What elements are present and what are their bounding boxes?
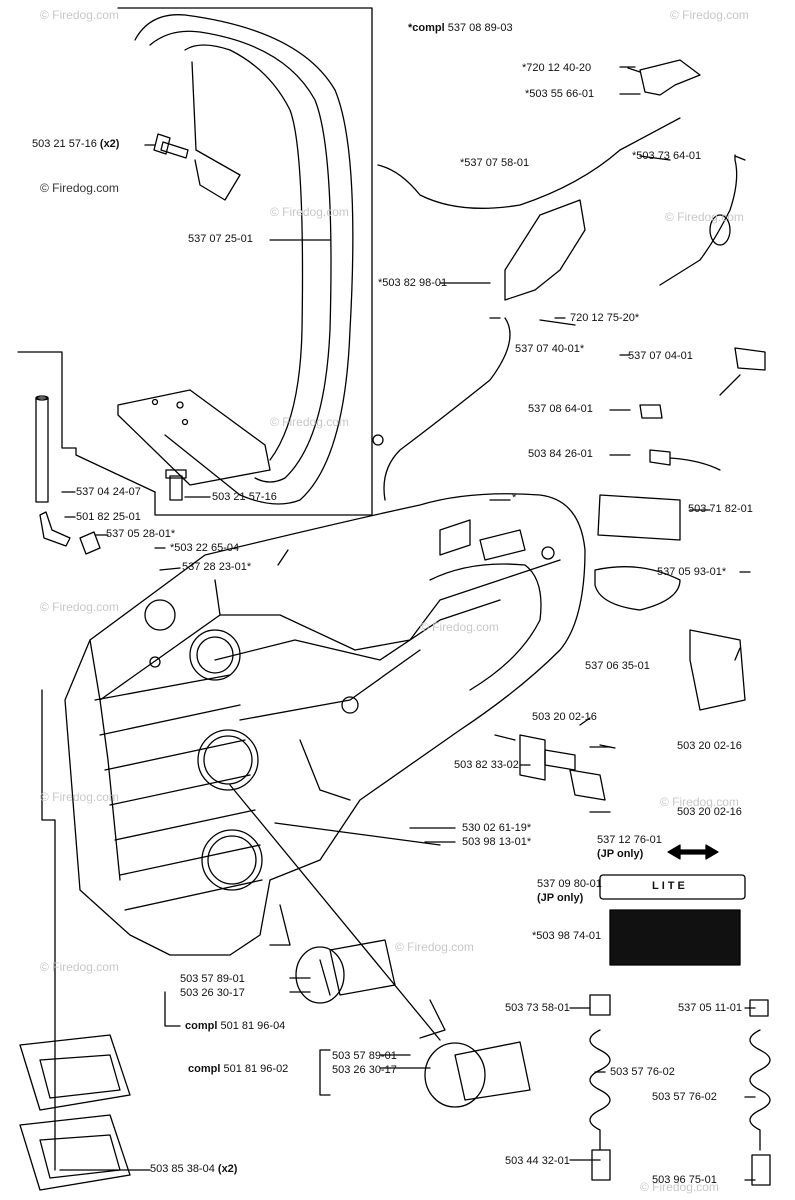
label-537-07-25-01[interactable]: 537 07 25-01 (188, 233, 253, 245)
label-503-20-02-16-b[interactable]: 503 20 02-16 (677, 740, 742, 752)
watermark: © Firedog.com (40, 181, 119, 195)
lite-plate-text: LITE (652, 880, 688, 892)
filter-bottom-2 (751, 1154, 771, 1186)
label-720-12-75-20[interactable]: 720 12 75-20* (570, 312, 640, 324)
elbow-fitting (39, 511, 71, 547)
label-503-22-65-04[interactable]: *503 22 65-04 (170, 542, 240, 554)
label-501-82-25-01[interactable]: 501 82 25-01 (76, 511, 141, 523)
fuel-hose (589, 1029, 611, 1151)
label-503-57-76-02-a[interactable]: 503 57 76-02 (610, 1066, 675, 1078)
front-handle-bar (117, 14, 354, 505)
label-jp-only-1: (JP only) (597, 848, 644, 860)
label-537-08-64-01[interactable]: 537 08 64-01 (528, 403, 593, 415)
watermark: © Firedog.com (270, 415, 349, 429)
label-537-07-04-01[interactable]: 537 07 04-01 (628, 350, 693, 362)
fitting (79, 531, 101, 555)
label-530-02-61-19[interactable]: 530 02 61-19* (462, 822, 532, 834)
switch-housing (597, 494, 681, 541)
watermark: © Firedog.com (40, 600, 119, 614)
label-503-44-32-01[interactable]: 503 44 32-01 (505, 1155, 570, 1167)
label-503-73-58-01[interactable]: 503 73 58-01 (505, 1002, 570, 1014)
throttle-cable (377, 117, 681, 209)
label-503-26-30-17-b[interactable]: 503 26 30-17 (332, 1064, 397, 1076)
label-503-71-82-01[interactable]: 503 71 82-01 (688, 503, 753, 515)
label-537-09-80-01[interactable]: 537 09 80-01 (537, 878, 602, 890)
filter-cover (689, 629, 746, 711)
watermark: © Firedog.com (40, 8, 119, 22)
label-503-57-89-01-b[interactable]: 503 57 89-01 (332, 1050, 397, 1062)
bolt-top (153, 133, 189, 159)
bolt-bottom (165, 469, 187, 501)
choke-wire (659, 154, 738, 286)
filler-cap-2 (419, 999, 531, 1108)
av-damper-1 (19, 1034, 131, 1111)
label-720-12-40-20[interactable]: *720 12 40-20 (522, 62, 592, 74)
tube (35, 395, 49, 503)
lite-plate (599, 874, 746, 900)
label-537-28-23-01[interactable]: 537 28 23-01* (182, 561, 252, 573)
throttle-lever (504, 199, 586, 301)
label-503-55-66-01[interactable]: *503 55 66-01 (525, 88, 595, 100)
watermark: © Firedog.com (420, 620, 499, 634)
label-537-12-76-01[interactable]: 537 12 76-01 (597, 834, 662, 846)
label-503-21-57-16-x2[interactable]: 503 21 57-16 (x2) (32, 138, 120, 150)
watermark: © Firedog.com (640, 1180, 719, 1194)
av-damper-2 (19, 1114, 131, 1191)
filter-top-2 (749, 999, 769, 1017)
nut (639, 404, 663, 419)
throttle-trigger (627, 59, 701, 96)
label-503-98-74-01[interactable]: *503 98 74-01 (532, 930, 602, 942)
stop-switch (719, 347, 766, 396)
oil-hose (749, 1029, 771, 1151)
label-503-57-76-02-b[interactable]: 503 57 76-02 (652, 1091, 717, 1103)
rubber-cover (594, 566, 681, 611)
box-leader (17, 351, 156, 493)
label-503-96-75-01[interactable]: 503 96 75-01 (652, 1174, 717, 1186)
label-503-85-38-04-x2[interactable]: 503 85 38-04 (x2) (150, 1163, 238, 1175)
watermark: © Firedog.com (270, 205, 349, 219)
watermark: © Firedog.com (660, 795, 739, 809)
label-537-04-24-07[interactable]: 537 04 24-07 (76, 486, 141, 498)
label-537-05-28-01[interactable]: 537 05 28-01* (106, 528, 176, 540)
label-compl-501-81-96-02[interactable]: compl 501 81 96-02 (188, 1063, 289, 1075)
watermark: © Firedog.com (40, 960, 119, 974)
main-housing (64, 493, 586, 956)
wiring-harness (383, 317, 511, 501)
filler-cap-1 (269, 904, 396, 1004)
label-503-20-02-16-c[interactable]: 503 20 02-16 (677, 806, 742, 818)
watermark: © Firedog.com (665, 210, 744, 224)
label-537-05-11-01[interactable]: 537 05 11-01 (678, 1002, 743, 1014)
label-503-98-13-01[interactable]: 503 98 13-01* (462, 836, 532, 848)
label-star: * (512, 492, 517, 504)
label-503-57-89-01-a[interactable]: 503 57 89-01 (180, 973, 245, 985)
label-compl-501-81-96-04[interactable]: compl 501 81 96-04 (185, 1020, 286, 1032)
label-jp-only-2: (JP only) (537, 892, 584, 904)
label-503-26-30-17-a[interactable]: 503 26 30-17 (180, 987, 245, 999)
label-537-07-40-01[interactable]: 537 07 40-01* (515, 343, 585, 355)
filter-bottom-1 (591, 1149, 611, 1181)
label-503-21-57-16[interactable]: 503 21 57-16 (212, 491, 277, 503)
label-537-05-93-01[interactable]: 537 05 93-01* (657, 566, 727, 578)
label-503-82-98-01[interactable]: *503 82 98-01 (378, 277, 448, 289)
decal (609, 909, 741, 966)
label-537-07-58-01[interactable]: *537 07 58-01 (460, 157, 530, 169)
label-503-73-64-01[interactable]: *503 73 64-01 (632, 150, 702, 162)
label-503-84-26-01[interactable]: 503 84 26-01 (528, 448, 593, 460)
watermark: © Firedog.com (395, 940, 474, 954)
connector (649, 449, 721, 471)
label-compl-top[interactable]: *compl 537 08 89-03 (408, 22, 513, 34)
anti-vibration-spring (494, 734, 616, 801)
watermark: © Firedog.com (40, 790, 119, 804)
label-503-82-33-02[interactable]: 503 82 33-02 (454, 759, 519, 771)
label-537-06-35-01[interactable]: 537 06 35-01 (585, 660, 650, 672)
watermark: © Firedog.com (670, 8, 749, 22)
filter-top-1 (589, 994, 611, 1016)
label-503-20-02-16-a[interactable]: 503 20 02-16 (532, 711, 597, 723)
jp-arrow (667, 844, 719, 860)
